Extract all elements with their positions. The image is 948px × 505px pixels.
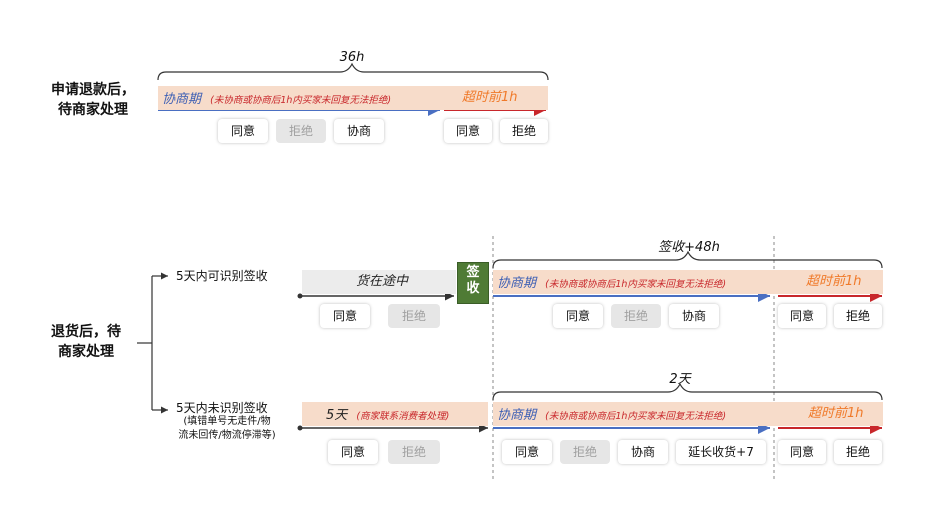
- section1-negotiate-button[interactable]: 协商: [334, 119, 384, 143]
- branch1-agree-button[interactable]: 同意: [553, 304, 603, 328]
- branch1-timeout-agree-button[interactable]: 同意: [778, 304, 826, 328]
- branch2-first-band: [302, 402, 488, 426]
- section1-title: 申请退款后， 待商家处理: [38, 80, 148, 120]
- section1-duration: 36h: [339, 50, 365, 65]
- section1-timeout: 超时前1h: [462, 90, 518, 105]
- negotiation-label: 协商期: [497, 408, 537, 423]
- section2-title: 退货后，待 商家处理: [34, 322, 138, 362]
- section1-reject-button[interactable]: 拒绝: [276, 119, 326, 143]
- branch2-label: 5天内未识别签收: [176, 401, 268, 415]
- section1-title-line1: 申请退款后，: [51, 82, 135, 98]
- transit-band: [302, 270, 456, 294]
- branch2-negotiate-button[interactable]: 协商: [618, 440, 668, 464]
- branch1-timeout-reject-button[interactable]: 拒绝: [834, 304, 882, 328]
- section2-title-line2: 商家处理: [58, 344, 114, 360]
- negotiation-note: (未协商或协商后1h内买家未回复无法拒绝): [545, 411, 727, 422]
- branch1-reject-button[interactable]: 拒绝: [611, 304, 661, 328]
- branch2-sub-line2: 流未回传/物流停滞等): [178, 430, 276, 441]
- branch2-sub: (填错单号无走件/物 流未回传/物流停滞等): [162, 415, 292, 443]
- section1-title-line2: 待商家处理: [58, 102, 128, 118]
- brace-36h: [157, 62, 549, 81]
- branch2-negotiation: 协商期 (未协商或协商后1h内买家未回复无法拒绝): [497, 405, 726, 426]
- branch2-sub-line1: (填错单号无走件/物: [183, 416, 271, 427]
- transit-label: 货在途中: [356, 274, 409, 289]
- branch2-timeout: 超时前1h: [808, 406, 864, 421]
- negotiation-note: (未协商或协商后1h内买家未回复无法拒绝): [545, 279, 727, 290]
- section2-title-line1: 退货后，待: [51, 324, 121, 340]
- branch2-band: [493, 402, 883, 426]
- branch1-timeout: 超时前1h: [806, 274, 862, 289]
- negotiation-label: 协商期: [497, 276, 537, 291]
- sign-box: 签收: [457, 262, 489, 304]
- branch2-extend-button[interactable]: 延长收货+7: [676, 440, 766, 464]
- branch2-timeout-reject-button[interactable]: 拒绝: [834, 440, 882, 464]
- negotiation-note: (未协商或协商后1h内买家未回复无法拒绝): [210, 95, 392, 106]
- branch1-negotiate-button[interactable]: 协商: [669, 304, 719, 328]
- section1-timeout-reject-button[interactable]: 拒绝: [500, 119, 548, 143]
- sign-label: 签收: [466, 265, 480, 296]
- branch2-timeout-agree-button[interactable]: 同意: [778, 440, 826, 464]
- branch1-transit-reject-button[interactable]: 拒绝: [388, 304, 440, 328]
- branch2-first-agree-button[interactable]: 同意: [328, 440, 378, 464]
- branch1-negotiation: 协商期 (未协商或协商后1h内买家未回复无法拒绝): [497, 273, 726, 294]
- section1-band: [158, 86, 548, 110]
- branch2-first-reject-button[interactable]: 拒绝: [388, 440, 440, 464]
- first-label: 5天: [326, 408, 348, 423]
- section1-timeout-agree-button[interactable]: 同意: [444, 119, 492, 143]
- branch2-duration: 2天: [669, 372, 691, 387]
- negotiation-label: 协商期: [162, 92, 202, 107]
- branch1-transit-agree-button[interactable]: 同意: [320, 304, 370, 328]
- branch2-reject-button[interactable]: 拒绝: [560, 440, 610, 464]
- branch1-label: 5天内可识别签收: [176, 269, 268, 283]
- branch2-agree-button[interactable]: 同意: [502, 440, 552, 464]
- branch1-duration: 签收+48h: [658, 240, 720, 255]
- first-note: (商家联系消费者处理): [356, 411, 450, 422]
- section1-agree-button[interactable]: 同意: [218, 119, 268, 143]
- section1-negotiation: 协商期 (未协商或协商后1h内买家未回复无法拒绝): [162, 89, 391, 110]
- branch2-first: 5天 (商家联系消费者处理): [326, 405, 449, 426]
- branch1-band: [493, 270, 883, 294]
